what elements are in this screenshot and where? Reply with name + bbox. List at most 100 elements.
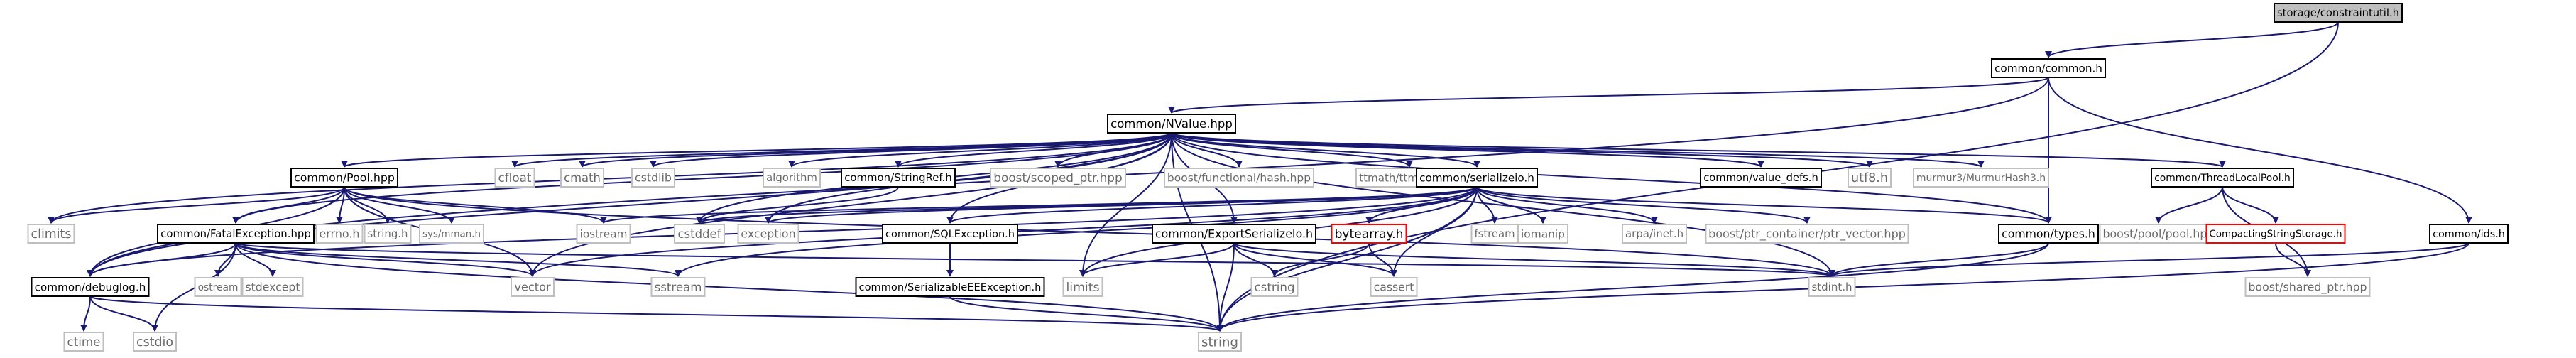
- edge-types-to-string: [1216, 242, 2049, 332]
- node-cstdlib: cstdlib: [631, 168, 675, 188]
- node-common-label: common/common.h: [1994, 62, 2102, 75]
- edge-exportserializeio-to-cassert: [1233, 242, 1397, 277]
- node-cassert-label: cassert: [1374, 280, 1414, 293]
- node-string-label: string: [1201, 335, 1238, 349]
- node-value_defs[interactable]: common/value_defs.h: [1700, 168, 1822, 188]
- edge-exportserializeio-to-string: [1216, 242, 1235, 332]
- node-arpainet-label: arpa/inet.h: [1625, 227, 1683, 240]
- edge-nvalue-to-cstdlib: [650, 132, 1172, 168]
- node-ostream: ostream: [194, 277, 242, 297]
- node-murmur-box: [1913, 168, 2049, 188]
- node-nvalue[interactable]: common/NValue.hpp: [1107, 114, 1236, 134]
- node-shared_ptr: boost/shared_ptr.hpp: [2244, 277, 2371, 297]
- node-stdint-label: stdint.h: [1811, 281, 1852, 293]
- node-utf8-label: utf8.h: [1851, 171, 1888, 185]
- node-ids[interactable]: common/ids.h: [2429, 224, 2509, 244]
- node-ids-label: common/ids.h: [2433, 229, 2505, 240]
- edge-serializeio-to-arpainet: [1476, 186, 1658, 224]
- edge-serializeio-to-types: [1476, 186, 2052, 224]
- node-common[interactable]: common/common.h: [1991, 58, 2106, 78]
- node-fstream-box: [1470, 224, 1519, 244]
- node-stdexcept-box: [241, 277, 304, 297]
- node-sqlexception[interactable]: common/SQLException.h: [882, 224, 1018, 244]
- node-pool[interactable]: common/Pool.hpp: [290, 168, 398, 188]
- edge-nvalue-to-serializeio: [1171, 132, 1480, 168]
- node-constraintutil-box: [2274, 3, 2403, 23]
- node-stringref[interactable]: common/StringRef.h: [841, 168, 956, 188]
- edge-serializeio-to-sstream: [675, 186, 1478, 277]
- node-cstddef-box: [674, 224, 725, 244]
- node-serializeio[interactable]: common/serializeio.h: [1416, 168, 1538, 188]
- node-cmath-box: [560, 168, 604, 188]
- node-algorithm: algorithm: [763, 168, 821, 188]
- node-ctime: ctime: [63, 332, 104, 352]
- edge-nvalue-to-stdint: [1171, 132, 1835, 277]
- node-ostream-label: ostream: [198, 282, 239, 293]
- node-functional_hash: boost/functional/hash.hpp: [1164, 168, 1314, 188]
- edge-fatalexception-to-stdexcept: [235, 242, 276, 277]
- node-cstring: cstring: [1250, 277, 1299, 297]
- node-ptr_vector-box: [1705, 224, 1909, 244]
- node-string_h: string.h: [364, 224, 412, 244]
- edge-serializeio-to-fstream: [1476, 186, 1498, 224]
- node-serializable_ee[interactable]: common/SerializableEEException.h: [855, 277, 1045, 297]
- node-iomanip: iomanip: [1517, 224, 1568, 244]
- node-arpainet-box: [1622, 224, 1687, 244]
- node-sysmman: sys/mman.h: [419, 224, 484, 244]
- node-fatalexception[interactable]: common/FatalException.hpp: [157, 224, 315, 244]
- edge-types-to-stdint: [1828, 242, 2049, 277]
- node-constraintutil[interactable]: storage/constraintutil.h: [2274, 3, 2403, 23]
- node-pool_hpp-label: boost/pool/pool.hpp: [2102, 227, 2214, 241]
- node-cstdlib-box: [631, 168, 675, 188]
- node-sysmman-label: sys/mman.h: [422, 229, 481, 240]
- node-cstdio-label: cstdio: [136, 335, 173, 349]
- edge-stringref-to-cstddef: [696, 186, 899, 224]
- node-sstream-label: sstream: [655, 281, 702, 294]
- edge-threadlocalpool-to-pool_hpp: [2155, 186, 2223, 224]
- node-bytearray-label: bytearray.h: [1335, 227, 1404, 242]
- nodes-layer: storage/constraintutil.h common/common.h c…: [27, 3, 2509, 352]
- edge-fatalexception-to-string: [235, 242, 1223, 332]
- node-algorithm-label: algorithm: [766, 171, 817, 184]
- node-cmath-label: cmath: [564, 171, 601, 185]
- node-threadlocalpool[interactable]: common/ThreadLocalPool.h: [2151, 168, 2294, 188]
- edge-serializeio-to-string: [1216, 186, 1478, 332]
- node-cstring-box: [1250, 277, 1299, 297]
- node-exportserializeio[interactable]: common/ExportSerializeIo.h: [1152, 224, 1316, 244]
- node-debuglog-box: [31, 277, 150, 297]
- node-errno: errno.h: [315, 224, 364, 244]
- node-errno-label: errno.h: [320, 227, 360, 241]
- node-string_h-label: string.h: [368, 227, 408, 240]
- node-exception: exception: [737, 224, 799, 244]
- edge-ids-to-stdint: [1828, 242, 2469, 277]
- node-cfloat: cfloat: [494, 168, 535, 188]
- node-threadlocalpool-label: common/ThreadLocalPool.h: [2154, 173, 2291, 184]
- node-shared_ptr-box: [2244, 277, 2371, 297]
- node-iomanip-box: [1517, 224, 1568, 244]
- node-vector: vector: [511, 277, 555, 297]
- node-compacting-box: [2205, 224, 2346, 244]
- node-exception-label: exception: [741, 227, 795, 241]
- node-compacting: CompactingStringStorage.h: [2205, 224, 2346, 244]
- node-stdint-box: [1808, 277, 1856, 297]
- node-exception-box: [737, 224, 799, 244]
- edge-debuglog-to-string: [89, 295, 1223, 332]
- node-exportserializeio-box: [1152, 224, 1316, 244]
- edge-nvalue-to-types: [1171, 132, 2052, 224]
- node-errno-box: [315, 224, 364, 244]
- edge-fatalexception-to-vector: [235, 242, 536, 277]
- node-types[interactable]: common/types.h: [1998, 224, 2099, 244]
- node-fatalexception-label: common/FatalException.hpp: [160, 227, 311, 240]
- node-serializeio-box: [1416, 168, 1538, 188]
- node-limits: limits: [1062, 277, 1103, 297]
- edge-nvalue-to-climits: [48, 132, 1172, 224]
- node-constraintutil-label: storage/constraintutil.h: [2277, 7, 2399, 19]
- edge-constraintutil-to-common: [2045, 21, 2339, 58]
- node-string-box: [1198, 332, 1242, 352]
- node-debuglog[interactable]: common/debuglog.h: [31, 277, 150, 297]
- node-cstring-label: cstring: [1254, 280, 1294, 294]
- edge-nvalue-to-algorithm: [788, 132, 1172, 168]
- node-climits-box: [27, 224, 75, 244]
- node-utf8: utf8.h: [1848, 168, 1892, 188]
